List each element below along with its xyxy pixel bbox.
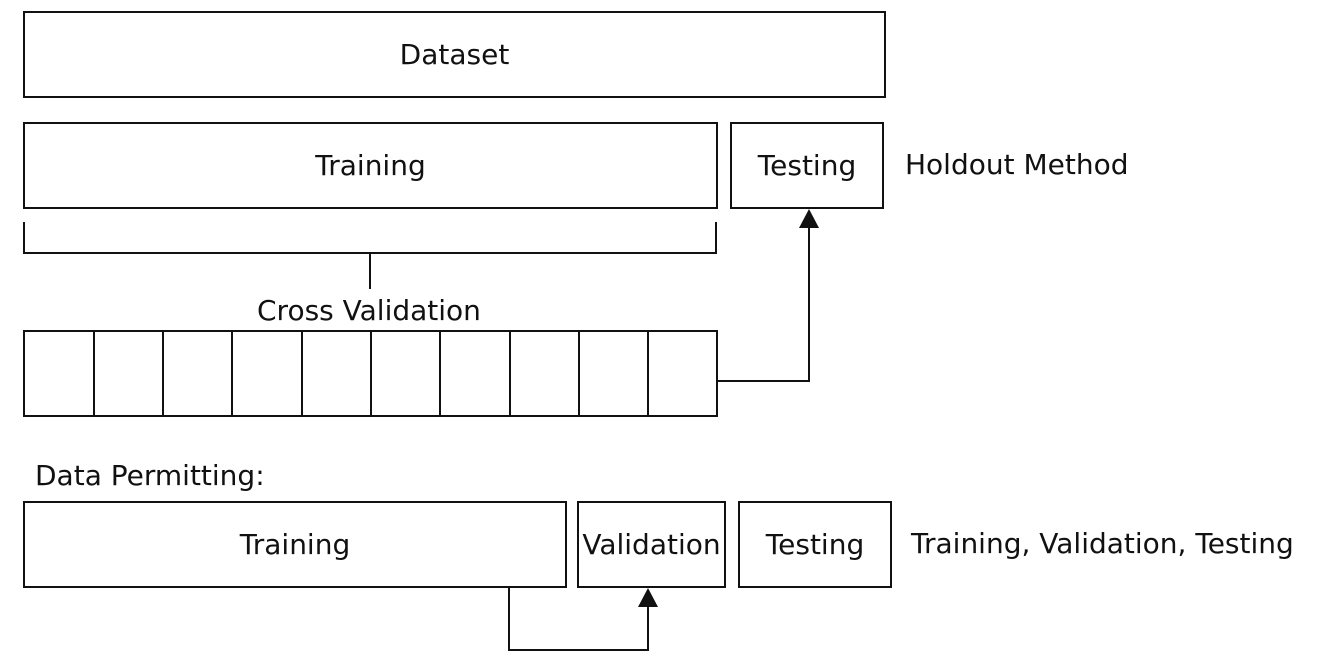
dataset-label: Dataset	[399, 38, 510, 71]
dp-training-box: Training	[23, 501, 567, 588]
data-permitting-heading: Data Permitting:	[35, 459, 265, 492]
fold-box	[370, 330, 441, 417]
fold-box	[578, 330, 649, 417]
dp-validation-box: Validation	[577, 501, 726, 588]
arrow-up-icon	[638, 588, 658, 607]
dp-training-label: Training	[239, 528, 351, 561]
dp-method-label: Training, Validation, Testing	[911, 527, 1294, 560]
cross-validation-label: Cross Validation	[257, 294, 481, 327]
fold-box	[439, 330, 511, 417]
arrow-up-icon	[799, 209, 819, 228]
holdout-testing-label: Testing	[757, 149, 857, 182]
dp-testing-box: Testing	[738, 501, 892, 588]
training-to-validation-connector	[508, 588, 649, 651]
fold-box	[23, 330, 95, 417]
folds-to-testing-connector	[718, 226, 810, 382]
dp-validation-label: Validation	[582, 528, 721, 561]
holdout-training-label: Training	[315, 149, 426, 182]
fold-box	[509, 330, 580, 417]
fold-box	[301, 330, 372, 417]
fold-box	[93, 330, 164, 417]
fold-box	[647, 330, 718, 417]
holdout-testing-box: Testing	[730, 122, 884, 209]
dp-testing-label: Testing	[765, 528, 865, 561]
holdout-method-label: Holdout Method	[905, 148, 1129, 181]
fold-box	[231, 330, 303, 417]
cross-validation-bracket	[23, 222, 717, 254]
holdout-training-box: Training	[23, 122, 718, 209]
dataset-box: Dataset	[23, 11, 886, 98]
fold-box	[162, 330, 233, 417]
